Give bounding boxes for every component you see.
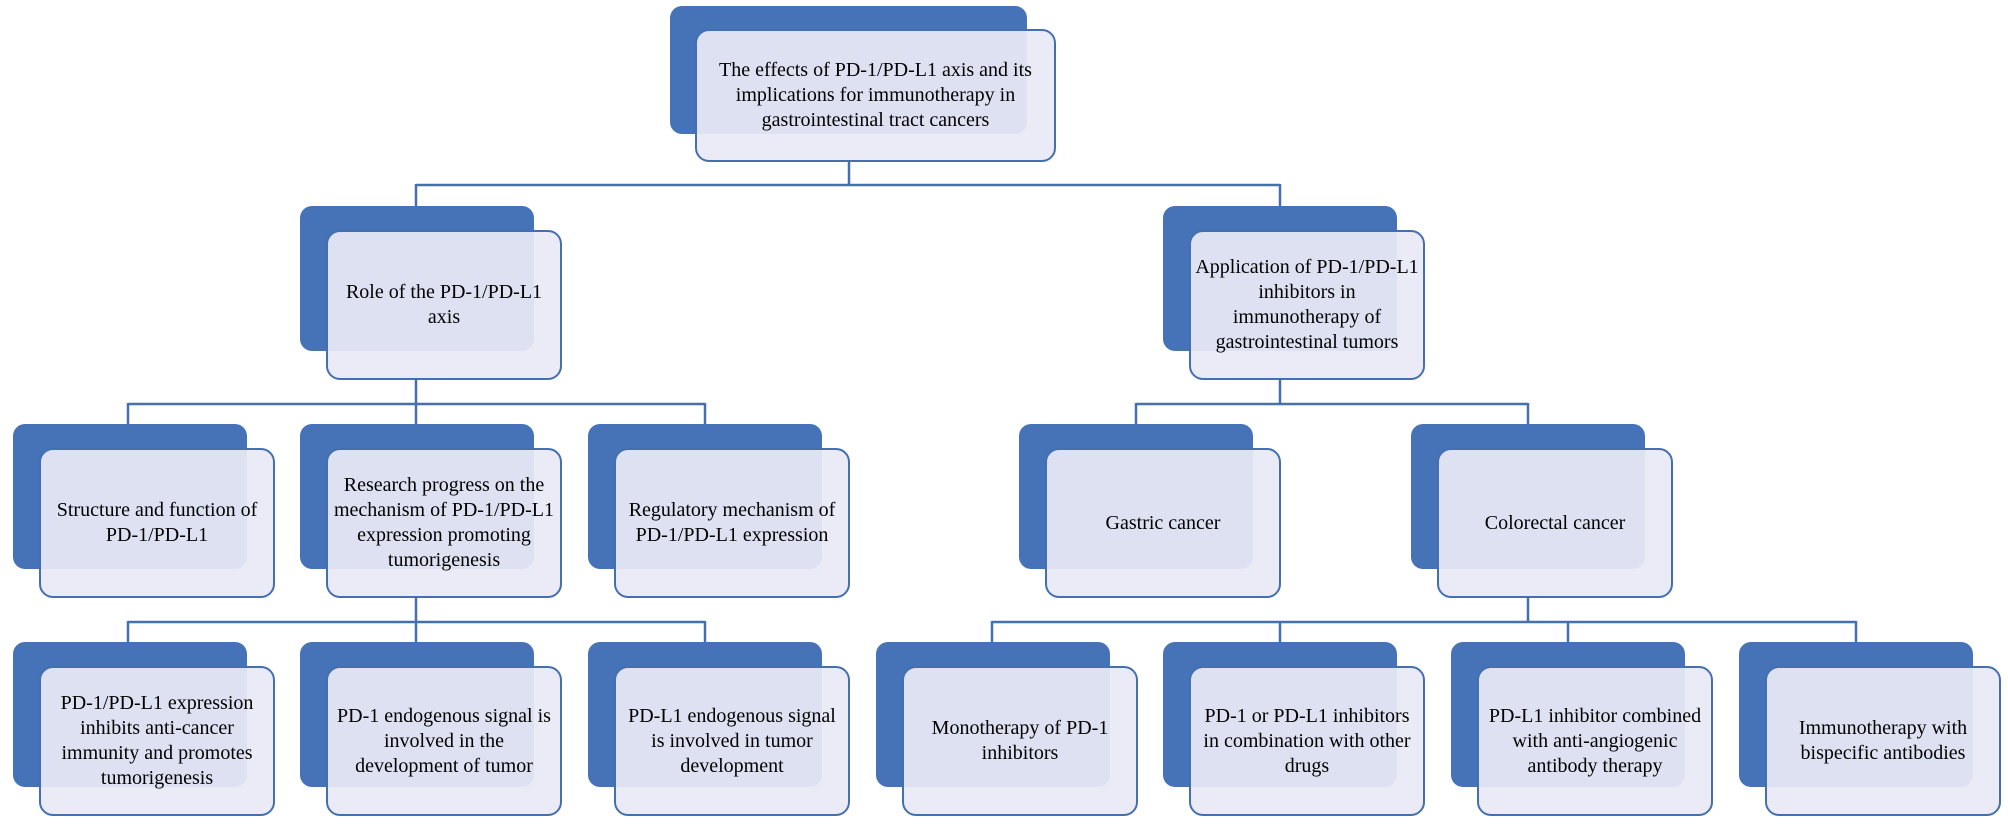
root-label: The effects of PD-1/PD-L1 axis and its i… [719,59,1032,131]
topic-node-research-progress: Research progress on the mechanism of PD… [300,424,562,598]
topic-label: Gastric cancer [1105,511,1221,534]
topic-label: Structure and function of PD-1/PD-L1 [56,499,258,546]
subtopic-label: Monotherapy of PD-1 inhibitors [931,717,1109,764]
subtopic-node: Monotherapy of PD-1 inhibitors [876,642,1138,816]
topic-label: Research progress on the mechanism of PD… [334,474,554,571]
subtopic-node: PD-1 or PD-L1 inhibitors in combination … [1163,642,1425,816]
subtopic-label: PD-1/PD-L1 expression inhibits anti-canc… [60,692,254,789]
subtopic-label: PD-1 or PD-L1 inhibitors in combination … [1203,704,1411,777]
branch-node-application: Application of PD-1/PD-L1 inhibitors in … [1163,206,1425,380]
topic-node-structure: Structure and function of PD-1/PD-L1 [13,424,275,598]
subtopic-node: PD-L1 inhibitor combined with anti-angio… [1451,642,1713,816]
topic-node-colorectal: Colorectal cancer [1411,424,1673,598]
subtopic-label: PD-1 endogenous signal is involved in th… [337,704,551,777]
subtopic-node: Immunotherapy with bispecific antibodies [1739,642,2001,816]
branch-label: Role of the PD-1/PD-L1 axis [345,281,543,328]
topic-label: Colorectal cancer [1484,511,1626,534]
subtopic-node: PD-1/PD-L1 expression inhibits anti-canc… [13,642,275,816]
root-node: The effects of PD-1/PD-L1 axis and its i… [670,6,1056,162]
branch-node-role: Role of the PD-1/PD-L1 axis [300,206,562,380]
subtopic-label: PD-L1 inhibitor combined with anti-angio… [1488,704,1702,777]
subtopic-node: PD-L1 endogenous signal is involved in t… [588,642,850,816]
branch-label: Application of PD-1/PD-L1 inhibitors in … [1195,256,1419,353]
subtopic-node: PD-1 endogenous signal is involved in th… [300,642,562,816]
topic-node-gastric: Gastric cancer [1019,424,1281,598]
topic-node-regulatory: Regulatory mechanism of PD-1/PD-L1 expre… [588,424,850,598]
subtopic-label: Immunotherapy with bispecific antibodies [1798,717,1968,764]
subtopic-label: PD-L1 endogenous signal is involved in t… [628,704,836,777]
topic-label: Regulatory mechanism of PD-1/PD-L1 expre… [628,499,836,546]
